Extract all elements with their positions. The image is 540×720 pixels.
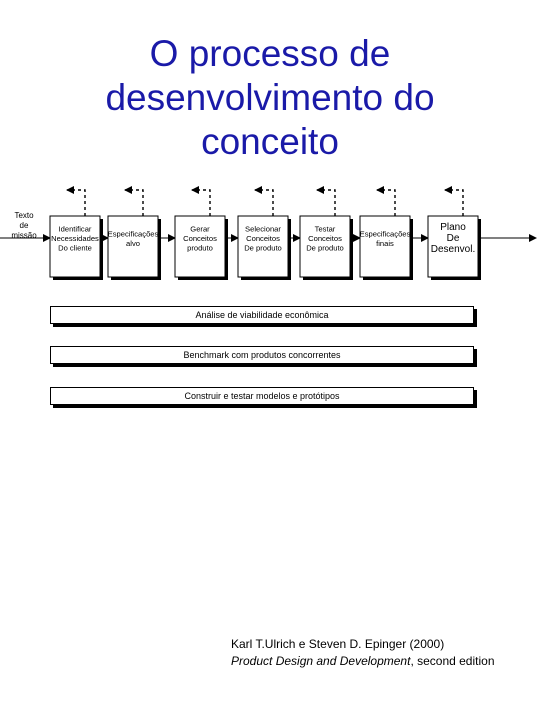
- stage-label-line: De produto: [306, 244, 344, 253]
- stage-label-line: Especificações: [360, 229, 411, 238]
- benchmark-bar: Benchmark com produtos concorrentes: [50, 346, 474, 364]
- stage-label-line: Conceitos: [308, 234, 342, 243]
- stage-label-line: Do cliente: [58, 244, 92, 253]
- title-line-2: desenvolvimento do: [105, 77, 435, 118]
- stage-label-line: Conceitos: [183, 234, 217, 243]
- stage-label-line: Desenvol.: [431, 244, 475, 255]
- feedback-arrow: [444, 186, 464, 216]
- citation-authors: Karl T.Ulrich e Steven D. Epinger (2000): [231, 637, 445, 651]
- page-title: O processo de desenvolvimento do conceit…: [0, 32, 540, 164]
- mission-line-2: de: [19, 221, 29, 230]
- stage-box: [299, 215, 351, 278]
- stage-box: [359, 215, 411, 278]
- feedback-arrow: [191, 186, 211, 216]
- stage-box: [427, 215, 479, 278]
- stage-label-line: Necessidades: [51, 234, 99, 243]
- stage-label-line: Plano: [440, 222, 466, 233]
- citation: Karl T.Ulrich e Steven D. Epinger (2000)…: [231, 636, 536, 670]
- mission-statement-label: Texto de missão: [4, 211, 44, 241]
- mission-line-3: missão: [11, 231, 37, 240]
- stage-box: [107, 215, 159, 278]
- stage-label-line: Identificar: [59, 225, 92, 234]
- feedback-arrow: [124, 186, 144, 216]
- stage-label-line: Gerar: [190, 225, 210, 234]
- mission-line-1: Texto: [14, 211, 34, 220]
- feedback-arrow: [376, 186, 396, 216]
- stage-box: [237, 215, 289, 278]
- stage-label-line: alvo: [126, 239, 140, 248]
- stage-label-line: De produto: [244, 244, 282, 253]
- stage-label-line: Selecionar: [245, 225, 281, 234]
- title-line-3: conceito: [201, 121, 339, 162]
- citation-book-title: Product Design and Development: [231, 654, 411, 668]
- stage-label-line: produto: [187, 244, 213, 253]
- feedback-arrow: [254, 186, 274, 216]
- feedback-arrow: [66, 186, 86, 216]
- feedback-arrow: [316, 186, 336, 216]
- citation-book-line: Product Design and Development, second e…: [231, 653, 536, 670]
- stage-box: [174, 215, 226, 278]
- citation-edition: , second edition: [410, 654, 495, 668]
- stage-box: [49, 215, 101, 278]
- stage-label-line: Testar: [315, 225, 336, 234]
- stage-label-line: De: [447, 233, 460, 244]
- stage-label-line: finais: [376, 239, 394, 248]
- prototypes-bar: Construir e testar modelos e protótipos: [50, 387, 474, 405]
- title-line-1: O processo de: [149, 33, 391, 74]
- stage-label-line: Especificações: [108, 229, 159, 238]
- viability-analysis-bar: Análise de viabilidade econômica: [50, 306, 474, 324]
- stage-label-line: Conceitos: [246, 234, 280, 243]
